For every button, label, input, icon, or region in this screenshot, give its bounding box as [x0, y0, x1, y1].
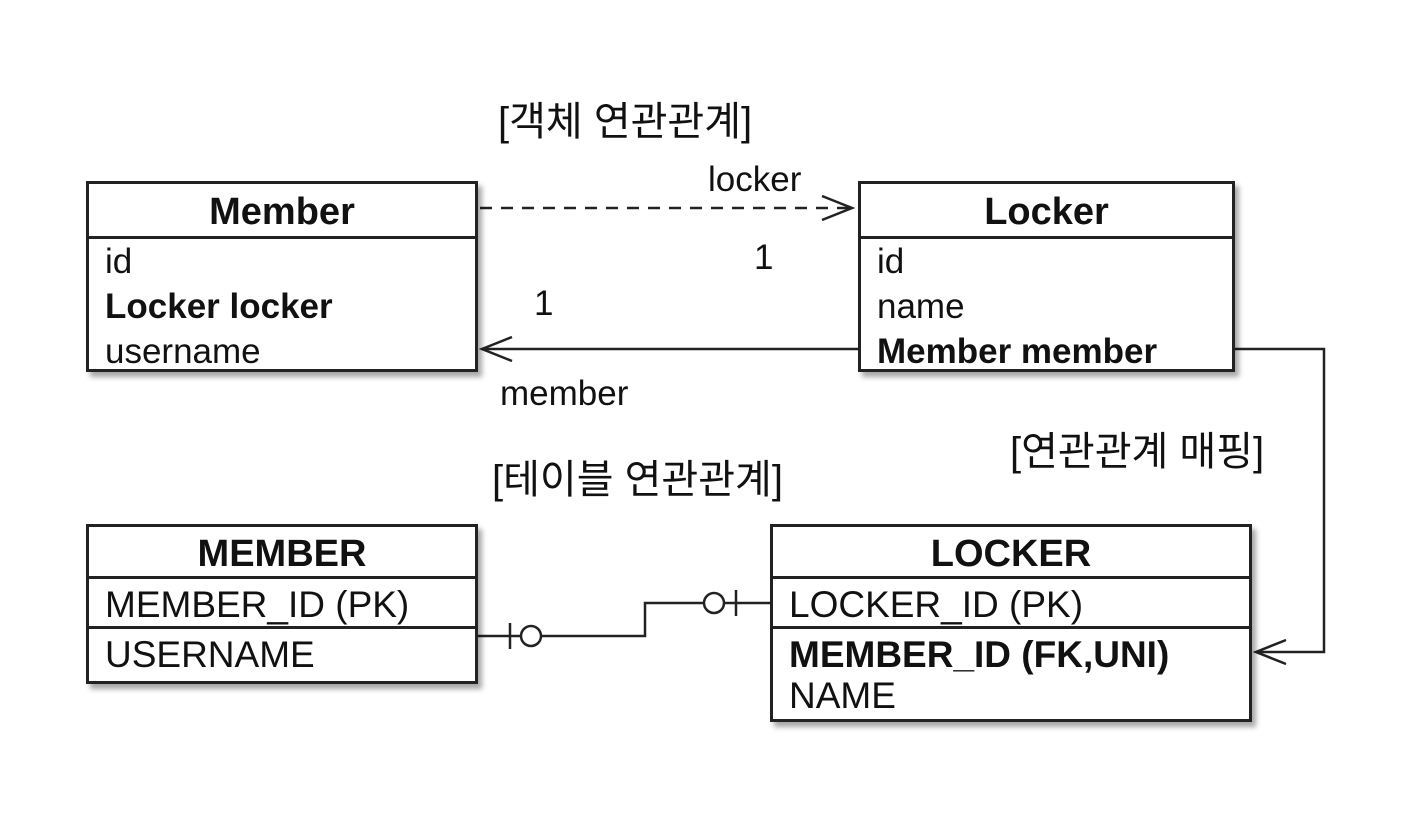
member-class-title: Member: [89, 184, 475, 239]
member-class-box: Member id Locker locker username: [86, 181, 478, 372]
locker-table-column: NAME: [789, 675, 896, 716]
locker-table-column: LOCKER_ID (PK): [773, 579, 1249, 629]
erd-member-circle: [519, 624, 543, 648]
member-class-field: Locker locker: [105, 287, 333, 326]
locker-class-title: Locker: [861, 184, 1232, 239]
locker-table-column: MEMBER_ID (FK,UNI): [789, 634, 1170, 675]
locker-to-member-arrowhead: [478, 335, 513, 363]
member-to-locker-arrowhead: [821, 194, 856, 222]
member-table-column: USERNAME: [105, 634, 315, 675]
member-table-box: MEMBER MEMBER_ID (PK) USERNAME: [86, 524, 478, 684]
member-multiplicity-label: 1: [534, 284, 554, 323]
member-class-field: id: [105, 242, 133, 281]
locker-table-box: LOCKER LOCKER_ID (PK) MEMBER_ID (FK,UNI)…: [770, 524, 1252, 722]
table-relation-heading: [테이블 연관관계]: [492, 458, 783, 502]
member-table-column: MEMBER_ID (PK): [89, 579, 475, 629]
locker-class-field: id: [877, 242, 905, 281]
member-table-title: MEMBER: [89, 527, 475, 579]
locker-class-field: Member member: [877, 332, 1158, 371]
mapping-connector: [1235, 347, 1326, 654]
locker-class-field: name: [877, 287, 965, 326]
mapping-arrowhead: [1252, 638, 1287, 666]
object-relation-heading: [객체 연관관계]: [498, 100, 753, 144]
relation-mapping-heading: [연관관계 매핑]: [1010, 430, 1265, 474]
member-class-field: username: [105, 332, 261, 371]
member-role-label: member: [500, 374, 629, 413]
locker-table-title: LOCKER: [773, 527, 1249, 579]
locker-multiplicity-label: 1: [754, 238, 774, 277]
locker-role-label: locker: [708, 160, 802, 199]
erd-locker-circle: [702, 591, 726, 615]
locker-class-box: Locker id name Member member: [858, 181, 1235, 372]
